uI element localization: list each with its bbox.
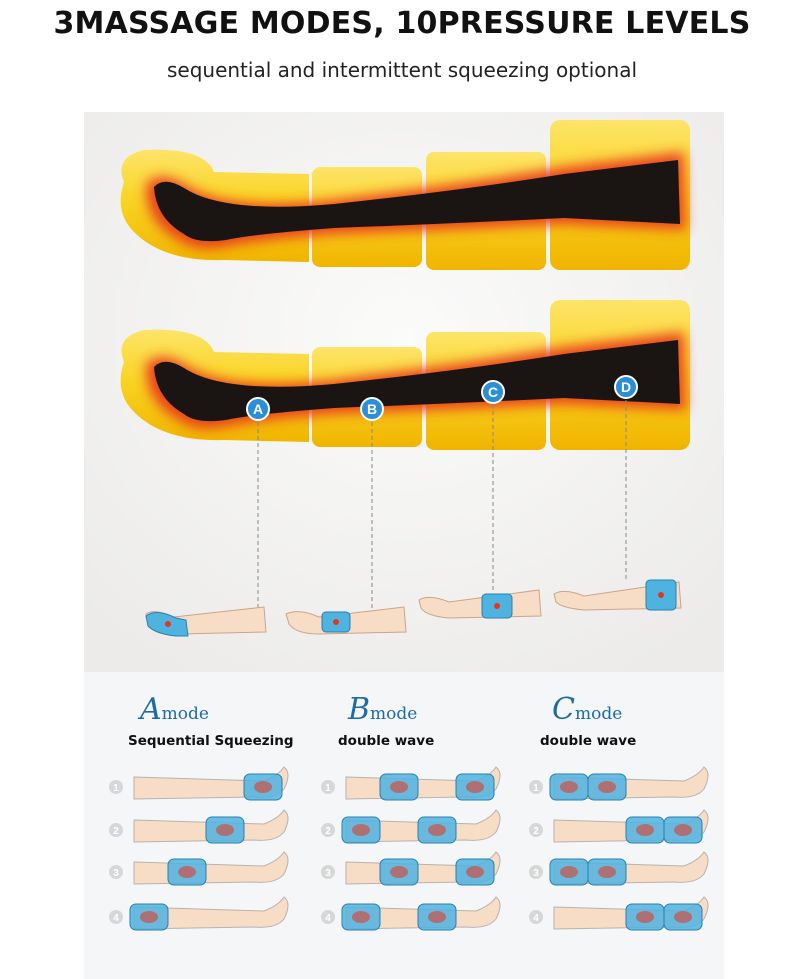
zone-connector-lines (257, 400, 627, 617)
step-number: 1 (533, 783, 539, 794)
small-leg-c (418, 589, 542, 619)
mode-diagrams: 1 2 3 4 1 2 3 4 1 2 3 4 (109, 766, 709, 931)
heat-spot (254, 781, 272, 793)
mode-c-description: double wave (540, 733, 637, 749)
mode-c-step-4: 4 (529, 896, 709, 931)
mode-b-title: Bmode (348, 692, 418, 727)
step-number: 3 (533, 868, 539, 879)
heat-spot (674, 824, 692, 836)
subheadline: sequential and intermittent squeezing op… (166, 58, 638, 82)
heat-spot (216, 824, 234, 836)
heat-spot (390, 781, 408, 793)
mode-a-step-2: 2 (109, 809, 289, 844)
heat-spot (636, 824, 654, 836)
zone-marker-a: A (246, 397, 270, 421)
leg-outline (133, 851, 289, 885)
mode-c-step-1: 1 (529, 766, 709, 801)
leg-sleeve-top (120, 120, 690, 270)
mode-c-step-2: 2 (529, 809, 709, 844)
mode-b-step-1: 1 (321, 766, 501, 801)
step-number: 4 (533, 913, 539, 924)
mode-b-step-2: 2 (321, 809, 501, 844)
step-number: 3 (113, 868, 119, 879)
heat-spot (428, 824, 446, 836)
mode-b-step-4: 4 (321, 896, 501, 931)
step-marker-icon (529, 823, 543, 837)
mode-b-step-3: 3 (321, 851, 501, 886)
small-leg-a (145, 606, 267, 637)
heat-spot (428, 911, 446, 923)
svg-text:A: A (253, 401, 263, 417)
small-leg-b (285, 606, 407, 635)
step-marker-icon (321, 865, 335, 879)
zone-marker-c: C (481, 380, 505, 404)
heat-spot (560, 781, 578, 793)
mode-a-description: Sequential Squeezing (128, 733, 294, 749)
heat-spot (390, 866, 408, 878)
svg-text:C: C (488, 384, 498, 400)
step-number: 2 (533, 826, 539, 837)
mode-c-step-3: 3 (529, 851, 709, 886)
step-number: 1 (113, 783, 119, 794)
heat-spot (466, 781, 484, 793)
svg-text:D: D (621, 379, 631, 395)
step-number: 3 (325, 868, 331, 879)
step-marker-icon (109, 865, 123, 879)
heat-spot (636, 911, 654, 923)
mode-a-step-1: 1 (109, 766, 289, 801)
step-number: 1 (325, 783, 331, 794)
step-number: 2 (113, 826, 119, 837)
step-marker-icon (109, 823, 123, 837)
heat-spot (674, 911, 692, 923)
step-marker-icon (321, 780, 335, 794)
heat-spot (140, 911, 158, 923)
heat-spot (178, 866, 196, 878)
step-number: 4 (325, 913, 331, 924)
small-leg-d (553, 579, 682, 611)
mode-c-title: Cmode (552, 692, 623, 727)
heat-spot (352, 824, 370, 836)
sleeve-illustration: A B C D (84, 112, 724, 672)
step-number: 2 (325, 826, 331, 837)
leg-outline (133, 896, 289, 930)
heat-spot (598, 866, 616, 878)
step-marker-icon (529, 865, 543, 879)
step-number: 4 (113, 913, 119, 924)
mode-area: 1 2 3 4 1 2 3 4 1 2 3 4 (84, 672, 724, 979)
step-marker-icon (529, 780, 543, 794)
headline: 3MASSAGE MODES, 10PRESSURE LEVELS (53, 6, 751, 41)
step-marker-icon (109, 910, 123, 924)
mode-a-title: Amode (140, 692, 209, 727)
mode-a-step-4: 4 (109, 896, 289, 931)
mode-a-step-3: 3 (109, 851, 289, 886)
svg-text:B: B (367, 401, 377, 417)
heat-spot (352, 911, 370, 923)
zone-marker-d: D (614, 375, 638, 399)
zone-marker-b: B (360, 397, 384, 421)
heat-spot (598, 781, 616, 793)
mode-b-description: double wave (338, 733, 435, 749)
heat-spot (560, 866, 578, 878)
step-marker-icon (109, 780, 123, 794)
step-marker-icon (321, 823, 335, 837)
sleeve-illustration-panel: A B C D (84, 112, 724, 672)
heat-spot (466, 866, 484, 878)
step-marker-icon (529, 910, 543, 924)
step-marker-icon (321, 910, 335, 924)
